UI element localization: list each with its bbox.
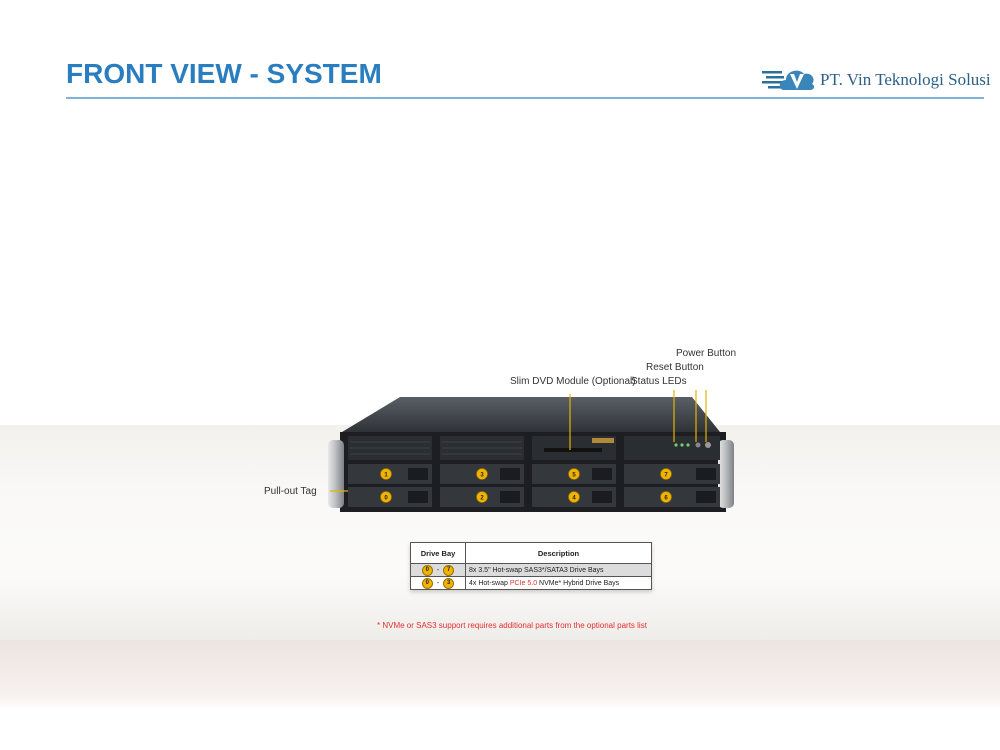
table-row: 0-7 8x 3.5" Hot-swap SAS3*/SATA3 Drive B… <box>410 563 652 577</box>
page-title: FRONT VIEW - SYSTEM <box>66 58 382 89</box>
footnote: * NVMe or SAS3 support requires addition… <box>377 621 647 630</box>
bay-badge: 0 <box>421 564 433 576</box>
bay-number: 5 <box>572 473 576 479</box>
table-row: 0-3 4x Hot-swap PCIe 5.0 NVMe* Hybrid Dr… <box>410 576 652 590</box>
pcie-highlight: PCIe 5.0 <box>509 579 538 587</box>
background-band-lower <box>0 640 1000 710</box>
company-logo <box>762 70 815 90</box>
bay-description: 4x Hot-swap PCIe 5.0 NVMe* Hybrid Drive … <box>465 576 652 590</box>
description-text: 4x Hot-swap <box>469 579 510 587</box>
company-name: PT. Vin Teknologi Solusi <box>820 70 991 89</box>
power-button <box>705 442 711 448</box>
status-led <box>686 443 690 447</box>
bay-number: 2 <box>480 496 484 502</box>
pullout-tag-label: Pull-out Tag <box>264 486 317 497</box>
title-divider <box>66 97 984 99</box>
dvd-module-label: Slim DVD Module (Optional) <box>510 376 636 387</box>
server-front-image: 1 3 5 7 0 2 4 6 <box>328 390 734 512</box>
bay-number: 3 <box>480 473 484 479</box>
bay-badge: 7 <box>443 564 455 576</box>
brand-plate <box>592 438 614 443</box>
bay-number: 7 <box>664 473 668 479</box>
bay-number: 4 <box>572 496 576 502</box>
description-text: 8x 3.5" Hot-swap SAS3*/SATA3 Drive Bays <box>469 566 604 574</box>
chassis-top <box>342 397 720 432</box>
table-header: Drive Bay <box>410 542 466 564</box>
left-rack-ear <box>328 440 344 508</box>
bay-number: 1 <box>384 473 388 479</box>
bay-badges <box>380 468 672 503</box>
bay-badge: 3 <box>443 577 455 589</box>
callout-lines <box>330 390 707 492</box>
bay-description: 8x 3.5" Hot-swap SAS3*/SATA3 Drive Bays <box>465 563 652 577</box>
range-dash: - <box>436 579 440 587</box>
control-panel <box>624 436 720 460</box>
bay-badge: 0 <box>421 577 433 589</box>
bay-range: 0-3 <box>410 576 466 590</box>
drive-bay-table: Drive Bay Description 0-7 8x 3.5" Hot-sw… <box>410 542 652 590</box>
dvd-slot <box>544 448 602 452</box>
power-button-label: Power Button <box>676 348 737 359</box>
status-leds-label: Status LEDs <box>631 376 687 387</box>
status-led <box>680 443 684 447</box>
range-dash: - <box>436 566 440 574</box>
right-rack-ear <box>718 440 734 508</box>
reset-button-label: Reset Button <box>646 362 704 373</box>
status-led <box>674 443 678 447</box>
bay-range: 0-7 <box>410 563 466 577</box>
reset-button <box>695 442 701 448</box>
description-text: NVMe* Hybrid Drive Bays <box>537 579 620 587</box>
bay-number: 0 <box>384 496 388 502</box>
cloud-logo-icon <box>762 70 815 90</box>
table-header: Description <box>465 542 652 564</box>
bay-number: 6 <box>664 496 668 502</box>
